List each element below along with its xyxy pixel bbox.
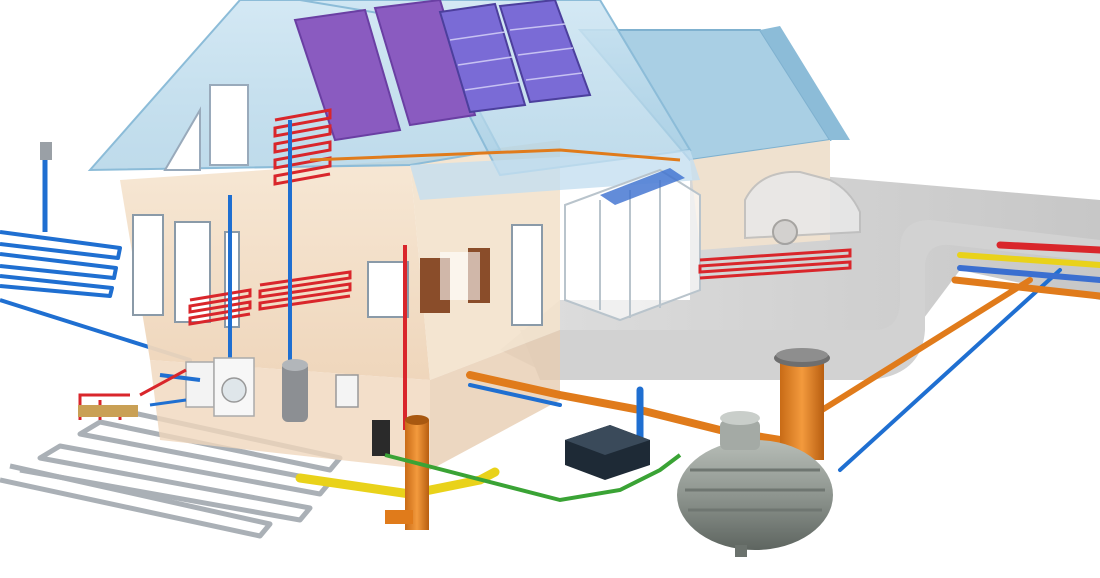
conservatory-roof-panels <box>600 168 685 205</box>
ground-loop-grey <box>0 407 343 539</box>
boiler-icon <box>185 361 215 408</box>
driveway <box>500 176 1100 380</box>
infiltration-block <box>565 425 650 480</box>
conservatory <box>564 168 701 322</box>
vent-pipe <box>40 142 52 160</box>
rainwater-tank-icon <box>677 411 833 557</box>
inspection-shaft <box>774 348 830 460</box>
wall-heating-coils <box>273 108 332 186</box>
underfloor-heating <box>188 248 852 326</box>
washing-machine-icon <box>213 357 255 417</box>
shaft-icon <box>385 415 429 530</box>
gas-pipe <box>295 467 500 499</box>
grey-water-unit <box>372 420 390 456</box>
utility-pipes <box>139 368 201 407</box>
manifold-bar <box>78 405 138 417</box>
solar-panel-icon <box>293 0 592 142</box>
control-box <box>335 374 359 408</box>
house-risers <box>228 120 681 430</box>
heat-pump-icon <box>282 359 308 422</box>
car-icon <box>744 170 861 245</box>
electric-cable <box>384 453 682 503</box>
